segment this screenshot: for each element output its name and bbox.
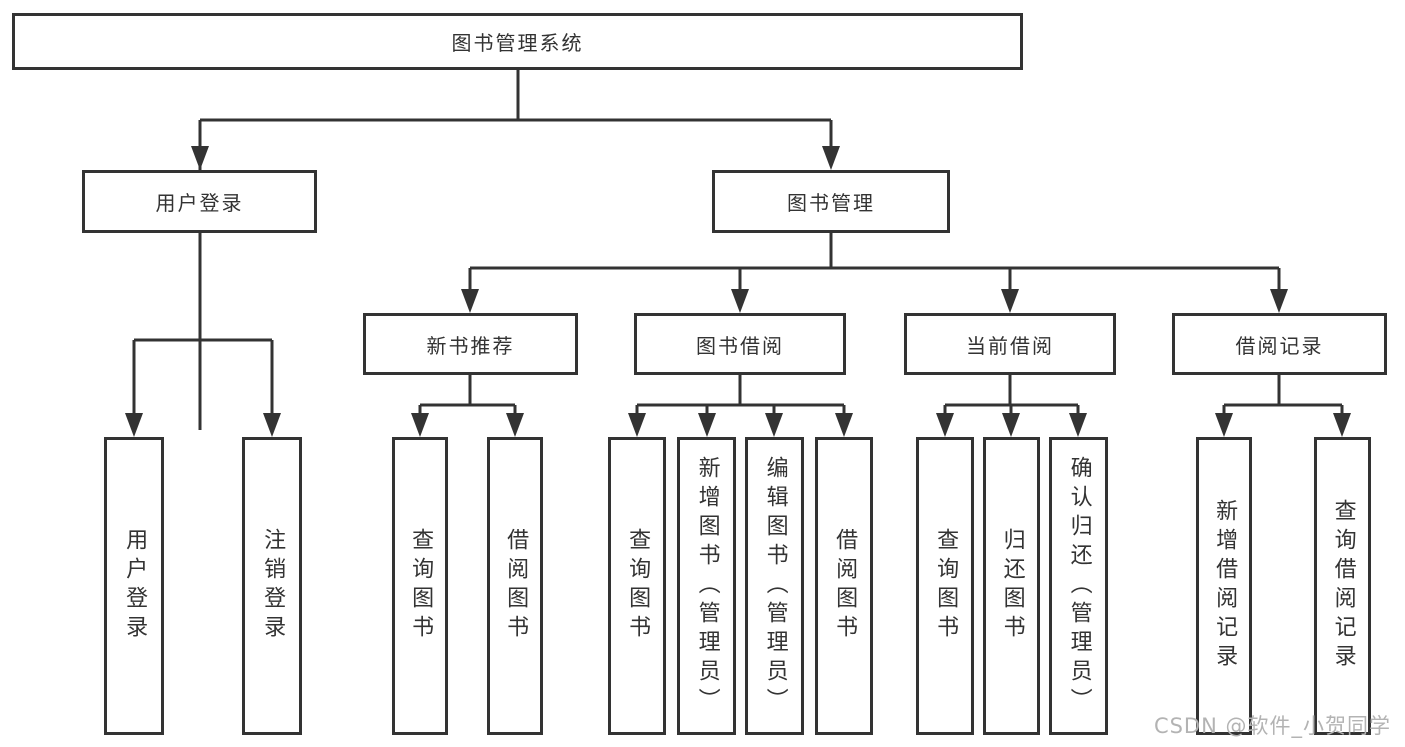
- arrow-icon: [1001, 289, 1019, 313]
- node-label: 用户登录: [155, 191, 244, 215]
- node-user-login-branch: 用户登录: [82, 170, 317, 233]
- node-label: 借阅图书: [503, 528, 529, 644]
- node-label: 用户登录: [122, 528, 148, 644]
- node-label: 确认归还（管理员）: [1066, 455, 1092, 717]
- tree-edges: [132, 70, 1344, 430]
- node-current-borrowing: 当前借阅: [904, 313, 1116, 375]
- arrow-icon: [698, 413, 716, 437]
- node-label: 查询借阅记录: [1330, 499, 1356, 673]
- arrow-icon: [835, 413, 853, 437]
- node-label: 编辑图书（管理员）: [762, 455, 788, 717]
- arrow-icon: [461, 289, 479, 313]
- node-book-management-branch: 图书管理: [712, 170, 950, 233]
- arrow-icon: [411, 413, 429, 437]
- node-new-book-recommendation: 新书推荐: [363, 313, 578, 375]
- node-label: 借阅图书: [832, 528, 858, 644]
- leaf-query-books-newbook: 查询图书: [392, 437, 448, 735]
- node-label: 图书管理系统: [451, 31, 584, 55]
- arrow-icon: [731, 289, 749, 313]
- node-label: 注销登录: [260, 528, 286, 644]
- node-label: 归还图书: [999, 528, 1025, 644]
- arrow-icon: [1069, 413, 1087, 437]
- leaf-user-login: 用户登录: [104, 437, 164, 735]
- node-library-management-system: 图书管理系统: [12, 13, 1023, 70]
- node-label: 新增图书（管理员）: [694, 455, 720, 717]
- node-label: 图书借阅: [696, 333, 784, 358]
- arrow-icon: [1333, 413, 1351, 437]
- leaf-add-borrow-record: 新增借阅记录: [1196, 437, 1252, 735]
- arrow-icon: [628, 413, 646, 437]
- node-label: 查询图书: [408, 528, 434, 644]
- leaf-edit-books-admin: 编辑图书（管理员）: [745, 437, 804, 735]
- leaf-logout: 注销登录: [242, 437, 302, 735]
- node-label: 图书管理: [787, 191, 875, 215]
- arrow-icon: [1270, 289, 1288, 313]
- node-label: 新书推荐: [426, 333, 515, 358]
- arrow-icon: [822, 146, 840, 170]
- arrow-icon: [263, 413, 281, 437]
- node-label: 新增借阅记录: [1212, 499, 1238, 673]
- leaf-confirm-return-admin: 确认归还（管理员）: [1049, 437, 1108, 735]
- leaf-return-books: 归还图书: [983, 437, 1040, 735]
- csdn-watermark: CSDN @软件_小贺同学: [1153, 714, 1391, 738]
- node-borrowing-records: 借阅记录: [1172, 313, 1387, 375]
- node-label: 查询图书: [625, 528, 651, 644]
- leaf-add-books-admin: 新增图书（管理员）: [677, 437, 736, 735]
- arrow-icon: [1002, 413, 1020, 437]
- leaf-query-borrow-record: 查询借阅记录: [1314, 437, 1371, 735]
- leaf-query-books-current: 查询图书: [916, 437, 974, 735]
- arrow-icon: [765, 413, 783, 437]
- leaf-borrow-books-newbook: 借阅图书: [487, 437, 543, 735]
- arrow-icon: [125, 413, 143, 437]
- arrow-icon: [506, 413, 524, 437]
- node-label: 当前借阅: [966, 333, 1054, 358]
- node-label: 查询图书: [933, 528, 959, 644]
- leaf-borrow-books-borrowing: 借阅图书: [815, 437, 873, 735]
- leaf-query-books-borrowing: 查询图书: [608, 437, 666, 735]
- arrow-icon: [191, 146, 209, 170]
- arrow-icon: [936, 413, 954, 437]
- arrow-icon: [1215, 413, 1233, 437]
- node-book-borrowing: 图书借阅: [634, 313, 846, 375]
- node-label: 借阅记录: [1235, 333, 1324, 358]
- arrowheads: [125, 146, 1351, 437]
